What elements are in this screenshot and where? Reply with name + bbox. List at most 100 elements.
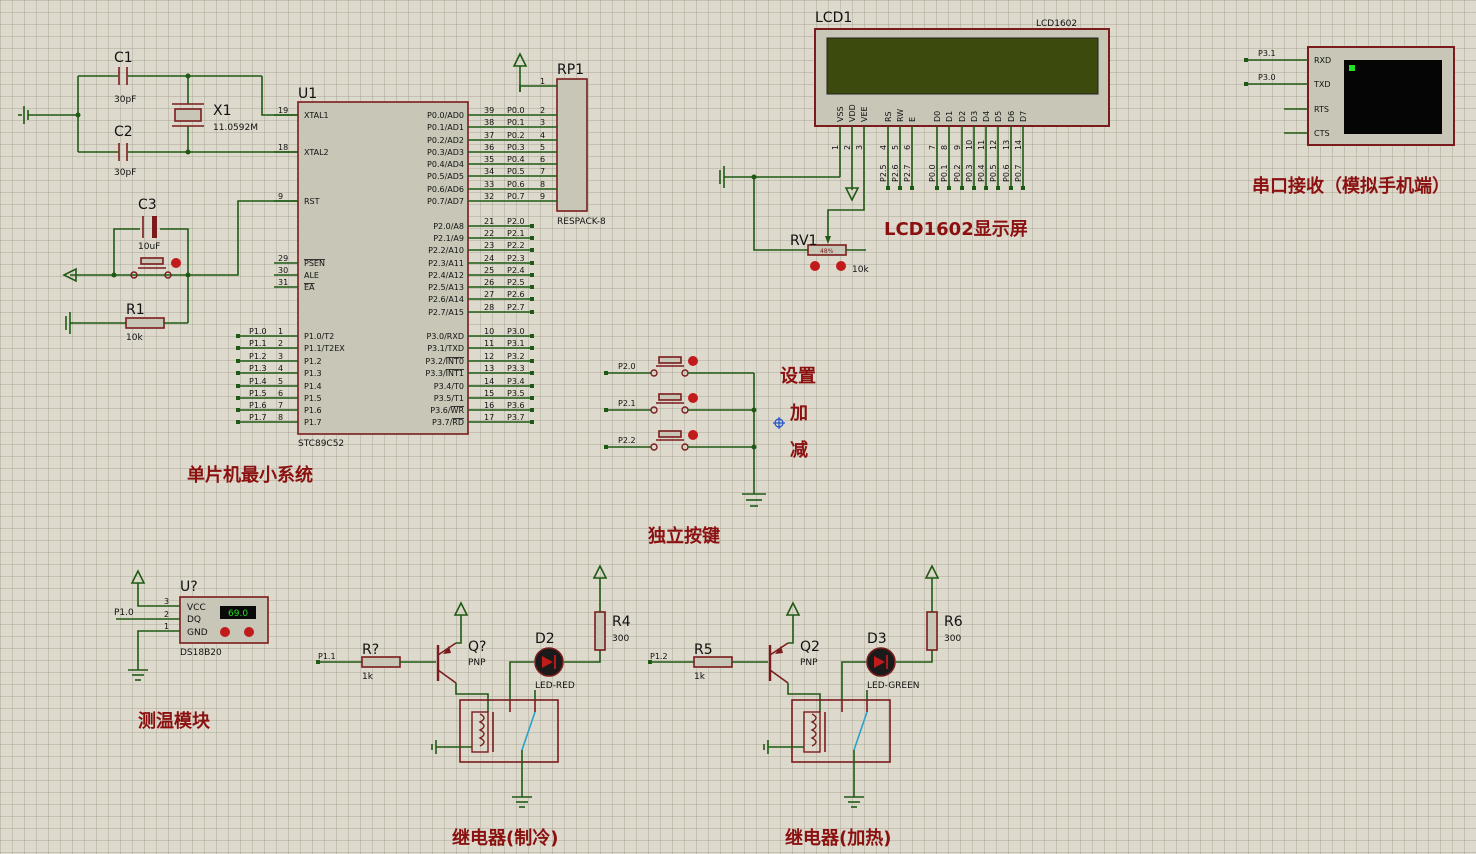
- u1-net-terminal: [530, 384, 534, 388]
- led-wire: [841, 661, 866, 700]
- u1-net-label: P2.4: [507, 266, 525, 275]
- relay-load-resistor: [594, 611, 606, 651]
- lcd-pin-num: 6: [903, 145, 912, 150]
- button-net-label: P2.2: [618, 436, 636, 445]
- u1-pin-name: P3.0/RXD: [427, 332, 464, 341]
- power-arrow-icon: [592, 564, 608, 579]
- u1-pin-num: 16: [484, 401, 494, 410]
- u1-pin-num: 6: [278, 389, 283, 398]
- lcd-pin-num: 1: [831, 145, 840, 150]
- u1-pin-name: P0.3/AD3: [427, 148, 464, 157]
- u1-net-label: P2.6: [507, 290, 525, 299]
- button-set-label: 设置: [780, 366, 816, 387]
- u1-pin-num: 22: [484, 229, 494, 238]
- lcd1602[interactable]: LCD1 LCD1602 VSS1VDD2VEE3RS4P2.5RW5P2.6E…: [719, 10, 1110, 251]
- buttons-section-title: 独立按键: [648, 525, 720, 547]
- relay-contact-arm: [521, 711, 536, 751]
- potentiometer-rv1[interactable]: 48% RV1 10k: [790, 233, 869, 275]
- u1-pin-name: P2.4/A12: [428, 271, 464, 280]
- u1-pin-num: 13: [484, 364, 494, 373]
- lcd-pin-name: D0: [933, 111, 942, 122]
- u1-net-terminal: [530, 359, 534, 363]
- lcd-net-terminal: [972, 186, 976, 190]
- terminal-pin-name: TXD: [1313, 80, 1331, 89]
- u1-pin-num: 30: [278, 266, 288, 275]
- relay-net-terminal: [316, 660, 320, 664]
- p1-net-label: P1.7: [249, 413, 267, 422]
- rp1-pin1: 1: [540, 77, 545, 86]
- p1-net-terminal: [236, 408, 240, 412]
- u1-pin-num: 24: [484, 254, 494, 263]
- lcd-net-label: P0.1: [940, 164, 949, 182]
- junction-dot: [751, 407, 757, 413]
- rp1-pin-num: 2: [540, 106, 545, 115]
- ds18b20-ref: U?: [180, 579, 198, 595]
- u1-pin-num: 17: [484, 413, 494, 422]
- r1-ref: R1: [126, 302, 145, 318]
- ds18b20-sensor[interactable]: U? DS18B20 69.0 VCC DQ GND 3 2 1 P1.0: [114, 569, 269, 681]
- u1-pin-name: P1.1/T2EX: [304, 344, 345, 353]
- u1-pin-name: P0.0/AD0: [427, 111, 464, 120]
- button-add-label: 加: [789, 403, 808, 424]
- u1-net-terminal: [530, 273, 534, 277]
- u1-net-label: P0.1: [507, 118, 525, 127]
- led-wire: [509, 661, 534, 700]
- lcd-pin-num: 13: [1002, 140, 1011, 150]
- u1-net-terminal: [530, 420, 534, 424]
- lcd-pin-name: D6: [1007, 111, 1016, 122]
- transistor-collector: [437, 669, 457, 684]
- u1-pin-name: XTAL1: [304, 111, 329, 120]
- relay-coil-winding: [478, 713, 485, 747]
- power-arrow-icon: [785, 601, 801, 616]
- u1-net-label: P0.0: [507, 106, 525, 115]
- p1-net-label: P1.0: [249, 327, 267, 336]
- lcd-pin-name: D2: [958, 111, 967, 122]
- u1-pin-name: P2.6/A14: [428, 295, 464, 304]
- ds18b20-pin-vcc: VCC: [187, 603, 206, 613]
- p1-net-label: P1.6: [249, 401, 267, 410]
- u1-net-label: P3.0: [507, 327, 525, 336]
- u1-pin-num: 3: [278, 352, 283, 361]
- u1-pin-name: P3.6/WR: [430, 406, 464, 415]
- temp-section-title: 测温模块: [138, 710, 211, 732]
- u1-pin-name: P2.5/A13: [428, 283, 464, 292]
- relay-base-resistor-value: 1k: [362, 672, 374, 682]
- ds18b20-net: P1.0: [114, 608, 134, 618]
- mcu-u1[interactable]: U1 STC89C52 19XTAL118XTAL29RST29PSEN30AL…: [236, 86, 534, 449]
- lcd-net-label: P0.2: [953, 164, 962, 182]
- u1-pin-num: 38: [484, 118, 494, 127]
- u1-pin-num: 14: [484, 377, 494, 386]
- u1-pin-name-part: RD: [452, 418, 464, 427]
- x1-ref: X1: [213, 103, 232, 119]
- u1-pin-name: P0.2/AD2: [427, 136, 464, 145]
- p1-net-label: P1.2: [249, 352, 267, 361]
- lcd-pin-num: 12: [989, 140, 998, 150]
- u1-pin-num: 36: [484, 143, 494, 152]
- r1-value: 10k: [126, 333, 143, 343]
- relay-load-resistor-value: 300: [612, 634, 629, 644]
- p1-net-label: P1.5: [249, 389, 267, 398]
- relay-net-label: P1.1: [318, 652, 336, 661]
- button-indicator: [688, 356, 698, 366]
- u1-pin-num: 27: [484, 290, 494, 299]
- u1-pin-num: 25: [484, 266, 494, 275]
- lcd-pin-name: D1: [945, 111, 954, 122]
- u1-pin-name: P2.0/A8: [433, 222, 464, 231]
- lcd-net-label: P2.6: [891, 164, 900, 182]
- emitter-wire: [788, 615, 794, 644]
- p1-net-label: P1.1: [249, 339, 267, 348]
- u1-pin-name-part: INT1: [446, 369, 464, 378]
- button-net-terminal: [604, 408, 608, 412]
- terminal-screen: [1344, 60, 1442, 134]
- lcd-net-terminal: [984, 186, 988, 190]
- u1-net-terminal: [530, 346, 534, 350]
- u1-pin-name: ALE: [304, 271, 319, 280]
- lcd-pin-num: 7: [928, 145, 937, 150]
- relay-base-resistor-ref: R5: [694, 642, 713, 658]
